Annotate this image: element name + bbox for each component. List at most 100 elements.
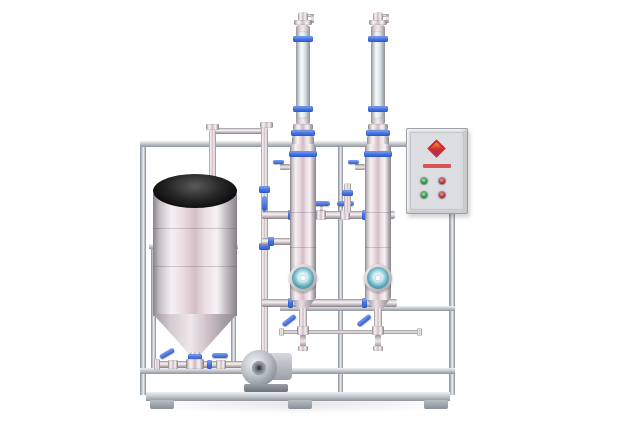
tank-cone-bottom [153,314,237,354]
top-manifold-clamp-2 [362,210,367,220]
tank-return-pipe-horizontal [209,128,267,134]
sight-clamp-lower [293,106,313,112]
frame-mid-post [338,141,343,395]
column-side-port-handle [273,160,284,164]
column-bottom-cone [292,300,314,310]
indicator-light-top-right [438,177,446,185]
tank-weld-line-1 [153,228,237,229]
column-weld-line-2 [290,247,316,248]
column-transition [367,136,389,145]
column-weld-line-2 [365,247,391,248]
membrane-column-2 [348,12,392,357]
frame-foot-center [288,400,312,409]
suction-clamp [207,360,212,369]
column1-side-pipe-clamp [268,237,274,246]
column-shell-clamp [364,151,392,157]
bottom-manifold-clamp-1 [288,298,293,308]
column-sight-glass [373,31,383,119]
sight-clamp-upper [368,36,388,42]
riser-clamp-lower [259,243,270,250]
membrane-column-1 [273,12,317,357]
column-top-cap [373,12,383,20]
suction-valve-b-handle [212,353,228,358]
drain-header-cap-right [417,328,422,336]
column-weld-line-1 [290,212,316,213]
drain-valve-handle [281,313,297,328]
manifold-valve-1-handle [313,201,330,206]
tank-return-pipe-flange [206,124,219,130]
bottom-manifold-clamp-2 [362,298,367,308]
column-top-flange [369,20,387,25]
frame-right-post [449,141,455,395]
pump-base [244,384,288,392]
tank-body [153,194,237,316]
suction-valve-a-body [168,360,178,369]
frame-foot-left [150,400,174,409]
manifold-valve-1-body [316,210,326,220]
drain-header-cap-left [279,328,284,336]
column-side-port [355,164,365,170]
tank-outlet-clamp [188,354,202,360]
suction-pipe-end-cap [154,359,160,370]
tank-dome-head [153,174,237,208]
bottom-manifold-pipe [262,299,397,307]
column-neck-clamp [366,130,390,136]
sight-clamp-lower [368,106,388,112]
column-side-port [280,164,290,170]
top-manifold-pipe [262,211,395,219]
suction-tee-fitting [186,359,204,369]
drain-valve-body [297,326,309,335]
column-side-port-handle [348,160,359,164]
brand-text-bar [423,164,451,168]
column-bottom-cone [367,300,389,310]
column-sight-glass [298,31,308,119]
frame-bottom-rail [140,368,455,374]
drain-valve-handle [356,313,372,328]
riser-clamp-upper [259,186,270,193]
tank-weld-line-2 [153,266,237,267]
riser-top-flange [260,122,273,128]
manifold-valve-1-stem [320,205,323,211]
drain-pipe [300,335,306,347]
control-panel-box [406,128,468,214]
column-top-cap [298,12,308,20]
column-transition [292,136,314,145]
sight-clamp-upper [293,36,313,42]
frame-foot-right [424,400,448,409]
column2-feed-stub [344,183,351,213]
frame-base-channel [146,392,450,401]
drain-header-pipe [283,330,418,334]
column1-side-pipe [262,238,310,245]
flowmeter-center-dot [375,275,381,281]
drain-end-cap [373,346,383,351]
column-shell-clamp [289,151,317,157]
column-vent-drop [311,14,314,23]
drain-pipe [375,335,381,347]
column-neck-clamp [291,130,315,136]
column-vent-elbow [378,14,389,17]
drain-valve-body [372,326,384,335]
column-bottom-stub [374,308,382,328]
column-weld-line-1 [365,212,391,213]
column-vent-elbow [303,14,314,17]
tank-return-pipe-vertical [209,130,216,184]
indicator-light-bottom-left [420,191,428,199]
suction-valve-b-body [216,360,226,369]
pump-hub-dot [257,366,261,370]
flowmeter-center-dot [300,275,306,281]
manifold-left-valve-handle [262,196,267,211]
column-bottom-stub [299,308,307,328]
control-panel-door [410,132,464,210]
frame-mid-rail [280,306,455,311]
frame-left-post [140,141,146,395]
column-vent-drop [386,14,389,23]
manifold-valve-2-body [340,210,350,220]
suction-valve-a-handle [158,347,176,360]
drain-end-cap [298,346,308,351]
indicator-light-bottom-right [438,191,446,199]
indicator-light-top-left [420,177,428,185]
column2-feed-clamp [342,190,353,196]
column-neck-flange [368,124,388,130]
column-top-flange [294,20,312,25]
